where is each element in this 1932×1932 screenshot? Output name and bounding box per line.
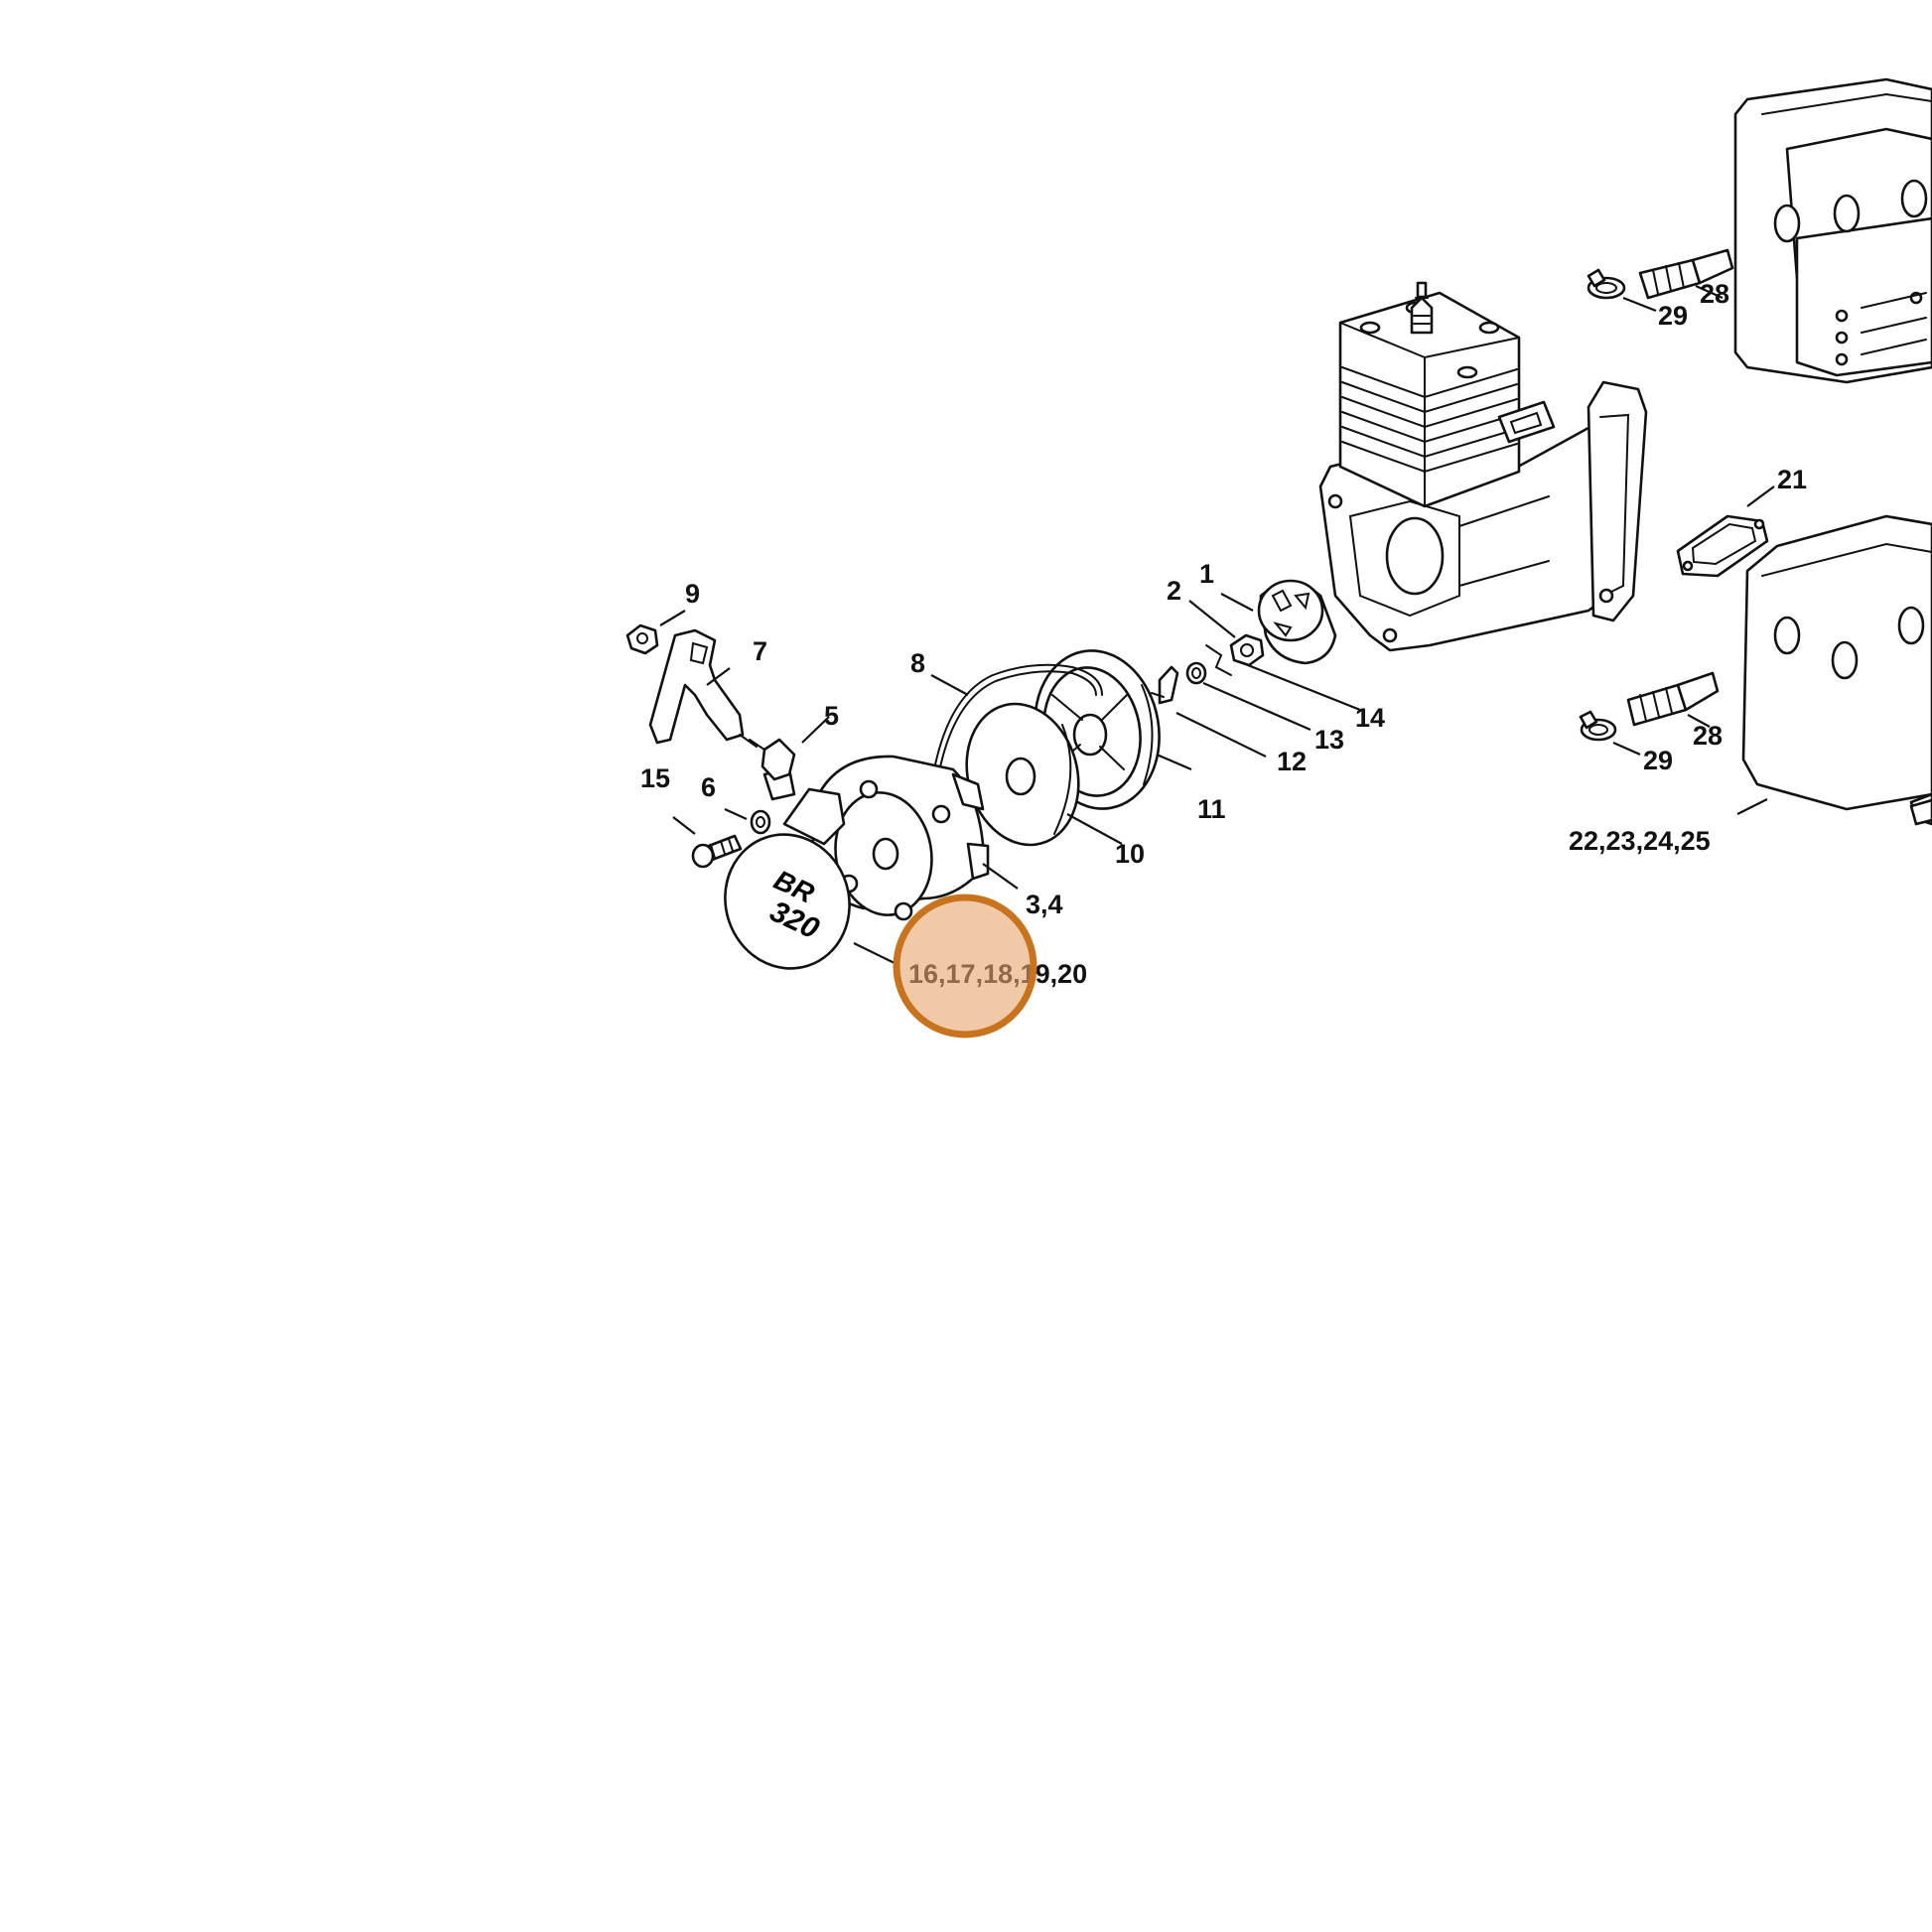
label-2: 2 bbox=[1167, 576, 1181, 606]
part-12-pawl bbox=[1151, 665, 1179, 705]
leader-lines bbox=[659, 284, 1775, 966]
label-28-lower: 28 bbox=[1693, 721, 1723, 751]
part-13-washer bbox=[1185, 661, 1207, 685]
label-5: 5 bbox=[824, 701, 839, 731]
part-6-bushing bbox=[750, 809, 771, 835]
clamp-29-upper bbox=[1587, 268, 1626, 300]
clamp-29-lower bbox=[1579, 710, 1617, 742]
part-9-nut bbox=[625, 623, 659, 655]
label-12: 12 bbox=[1277, 747, 1307, 776]
label-29-lower: 29 bbox=[1643, 746, 1673, 775]
part-2-nut bbox=[1229, 633, 1265, 667]
label-29-upper: 29 bbox=[1658, 301, 1688, 331]
part-8-starter-rope bbox=[932, 663, 1103, 777]
part-5-rope-guide bbox=[749, 738, 796, 781]
part-16-20-cover-decal: BR 320 bbox=[724, 833, 851, 970]
label-14: 14 bbox=[1355, 703, 1385, 733]
label-7: 7 bbox=[753, 636, 767, 666]
label-9: 9 bbox=[685, 579, 700, 609]
screw-28-upper bbox=[1638, 248, 1734, 300]
label-8: 8 bbox=[910, 648, 925, 678]
muffler-lower bbox=[1741, 514, 1932, 826]
muffler-upper bbox=[1733, 77, 1932, 384]
part-14-spring-clip bbox=[1205, 644, 1232, 676]
part-15-screw bbox=[691, 834, 743, 869]
screw-right-edge bbox=[1909, 798, 1932, 826]
label-1: 1 bbox=[1199, 559, 1214, 589]
label-15: 15 bbox=[640, 763, 670, 793]
label-6: 6 bbox=[701, 772, 716, 802]
label-11: 11 bbox=[1197, 794, 1226, 824]
label-13: 13 bbox=[1314, 725, 1344, 755]
gasket-21 bbox=[1676, 514, 1769, 578]
label-22-25: 22,23,24,25 bbox=[1569, 826, 1711, 856]
engine-cylinder-crankcase bbox=[1318, 281, 1648, 652]
part-3-4-fan-housing bbox=[762, 755, 990, 921]
label-28-upper: 28 bbox=[1700, 279, 1729, 309]
callout-labels: 1 2 3,4 5 6 7 8 9 10 11 12 13 14 15 16,1… bbox=[640, 279, 1807, 989]
part-7-starter-grip bbox=[648, 628, 758, 748]
screw-28-lower bbox=[1626, 671, 1720, 727]
highlight-circle[interactable] bbox=[893, 894, 1037, 1038]
part-1-fan-pulley bbox=[1257, 579, 1337, 665]
label-3-4: 3,4 bbox=[1026, 890, 1063, 919]
label-21: 21 bbox=[1777, 465, 1807, 494]
label-10: 10 bbox=[1115, 839, 1145, 869]
